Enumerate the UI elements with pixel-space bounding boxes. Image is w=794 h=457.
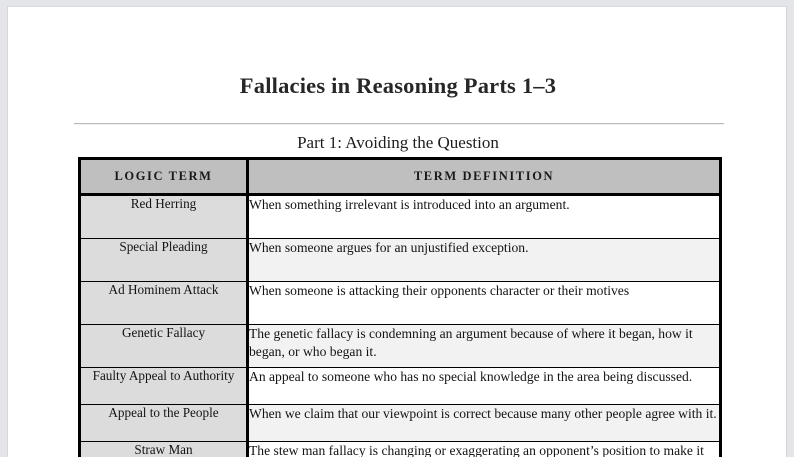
table-row: Ad Hominem Attack When someone is attack… <box>79 281 721 325</box>
table-body: Red Herring When something irrelevant is… <box>79 194 721 457</box>
cell-definition: When something irrelevant is introduced … <box>246 194 721 239</box>
cell-definition: When someone argues for an unjustified e… <box>246 238 721 282</box>
cell-definition: The genetic fallacy is condemning an arg… <box>246 324 721 368</box>
cell-definition: The stew man fallacy is changing or exag… <box>246 441 721 457</box>
column-header-term-definition-label: TERM DEFINITION <box>413 169 555 183</box>
page-title: Fallacies in Reasoning Parts 1–3 <box>239 73 557 98</box>
cell-term: Faulty Appeal to Authority <box>79 367 248 405</box>
cell-term: Red Herring <box>79 194 248 239</box>
title-divider-rule <box>74 123 724 125</box>
table-row: Genetic Fallacy The genetic fallacy is c… <box>79 324 721 368</box>
table-row: Straw Man The stew man fallacy is changi… <box>79 441 721 457</box>
cell-term: Ad Hominem Attack <box>79 281 248 325</box>
table-header: LOGIC TERM TERM DEFINITION <box>79 158 721 196</box>
cell-term: Straw Man <box>79 441 248 457</box>
cell-term: Special Pleading <box>79 238 248 282</box>
table-row: Special Pleading When someone argues for… <box>79 238 721 282</box>
section-heading-part-1: Part 1: Avoiding the Question <box>297 133 499 152</box>
cell-definition: When someone is attacking their opponent… <box>246 281 721 325</box>
column-header-logic-term-label: LOGIC TERM <box>114 169 213 183</box>
cell-term: Genetic Fallacy <box>79 324 248 368</box>
cell-definition: An appeal to someone who has no special … <box>246 367 721 405</box>
document-page: Fallacies in Reasoning Parts 1–3 Part 1:… <box>7 6 787 457</box>
cell-term: Appeal to the People <box>79 404 248 442</box>
column-header-logic-term: LOGIC TERM <box>79 158 248 196</box>
column-header-term-definition: TERM DEFINITION <box>246 158 721 196</box>
table-row: Red Herring When something irrelevant is… <box>79 194 721 239</box>
table-row: Appeal to the People When we claim that … <box>79 404 721 442</box>
table-header-row: LOGIC TERM TERM DEFINITION <box>79 158 721 196</box>
cell-definition: When we claim that our viewpoint is corr… <box>246 404 721 442</box>
table-row: Faulty Appeal to Authority An appeal to … <box>79 367 721 405</box>
fallacies-table: LOGIC TERM TERM DEFINITION Red Herring W… <box>78 157 722 457</box>
